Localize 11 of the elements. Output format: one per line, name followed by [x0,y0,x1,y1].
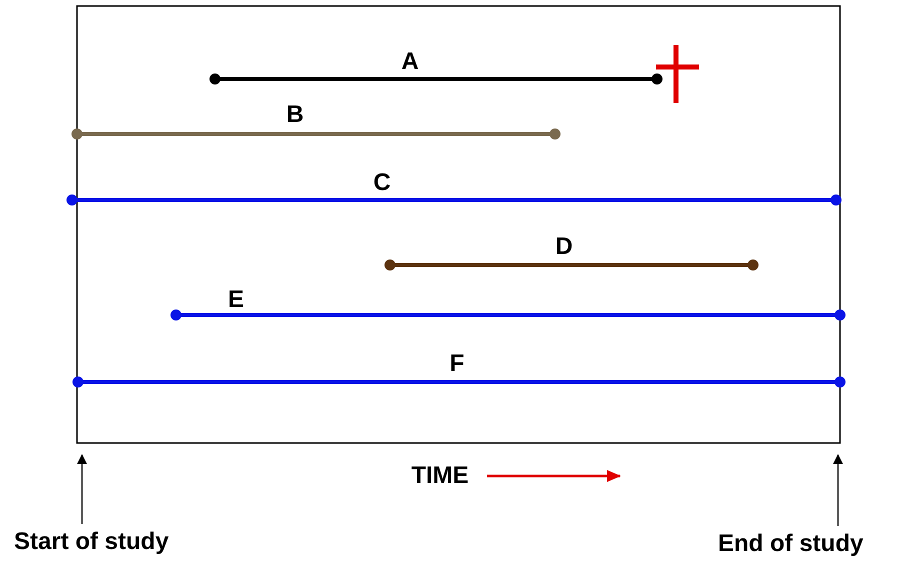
line-label: F [450,352,464,376]
line-label: E [228,288,244,312]
line-label: C [373,171,391,195]
line-label: D [555,235,573,259]
leader-arrow [833,454,843,526]
line-label: B [286,103,304,127]
leader-arrow [77,454,87,524]
line-label: A [401,50,419,74]
study-marker-label: Start of study [14,530,169,554]
study-marker-label: End of study [718,532,864,556]
axis-label: TIME [411,464,469,488]
